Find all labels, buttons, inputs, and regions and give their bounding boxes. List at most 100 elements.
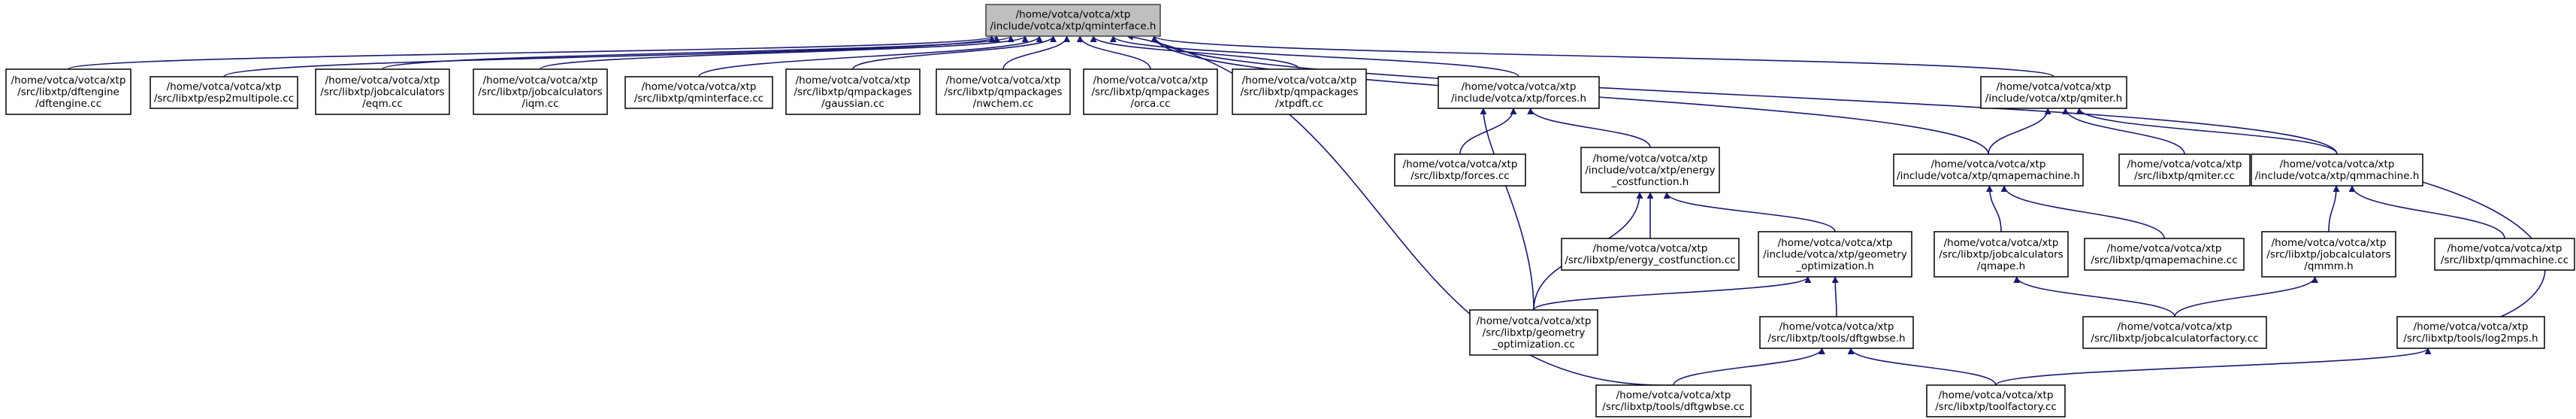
graph-node[interactable]: /home/votca/votca/xtp/src/libxtp/jobcalc… xyxy=(2082,316,2267,349)
node-label-line: /home/votca/votca/xtp xyxy=(1403,159,1518,171)
node-label-line: /home/votca/votca/xtp xyxy=(2118,321,2233,333)
node-box xyxy=(2084,238,2245,271)
node-layer: /home/votca/votca/xtp/include/votca/xtp/… xyxy=(5,4,2575,417)
node-label-line: /include/votca/xtp/qminterface.h xyxy=(990,20,1156,32)
graph-node[interactable]: /home/votca/votca/xtp/include/votca/xtp/… xyxy=(1758,231,1912,278)
node-label-line: /home/votca/votca/xtp xyxy=(1242,74,1357,87)
graph-node[interactable]: /home/votca/votca/xtp/src/libxtp/qmpacka… xyxy=(1083,68,1218,115)
dependency-edge xyxy=(1090,35,1300,70)
node-box xyxy=(2082,316,2267,349)
graph-node[interactable]: /home/votca/votca/xtp/src/libxtp/tools/d… xyxy=(1759,316,1914,349)
dependency-edge xyxy=(2062,108,2185,155)
node-box xyxy=(1893,153,2084,187)
graph-node[interactable]: /home/votca/votca/xtp/src/libxtp/qmmachi… xyxy=(2434,238,2575,271)
node-box xyxy=(150,76,298,109)
graph-node[interactable]: /home/votca/votca/xtp/src/libxtp/qmpacka… xyxy=(936,68,1071,115)
node-label-line: /orca.cc xyxy=(1131,98,1171,110)
dependency-edge xyxy=(540,35,1029,70)
node-label-line: /home/votca/votca/xtp xyxy=(1016,9,1131,21)
node-label-line: /eqm.cc xyxy=(362,98,403,110)
node-box xyxy=(1438,76,1600,109)
edge-arrow xyxy=(2328,185,2340,232)
node-label-line: /home/votca/votca/xtp xyxy=(11,74,126,87)
graph-node[interactable]: /home/votca/votca/xtp/src/libxtp/jobcalc… xyxy=(2261,231,2396,278)
node-label-line: /include/votca/xtp/qmapemachine.h xyxy=(1897,170,2080,182)
edge-arrow xyxy=(2062,108,2185,155)
dependency-edge xyxy=(1150,35,2338,155)
graph-node[interactable]: /home/votca/votca/xtp/src/libxtp/dftengi… xyxy=(5,68,132,115)
node-box xyxy=(2251,153,2423,187)
dependency-edge xyxy=(1076,35,1151,70)
graph-node[interactable]: /home/votca/votca/xtp/src/libxtp/jobcalc… xyxy=(1934,231,2069,278)
node-label-line: /src/libxtp/qmpackages xyxy=(794,86,912,98)
node-label-line: /home/votca/votca/xtp xyxy=(1462,81,1577,93)
node-box xyxy=(2261,231,2396,278)
graph-node[interactable]: /home/votca/votca/xtp/src/libxtp/forces.… xyxy=(1394,153,1526,187)
graph-node[interactable]: /home/votca/votca/xtp/include/votca/xtp/… xyxy=(2251,153,2423,187)
graph-node[interactable]: /home/votca/votca/xtp/src/libxtp/jobcalc… xyxy=(315,68,450,115)
graph-node[interactable]: /home/votca/votca/xtp/include/votca/xtp/… xyxy=(1580,147,1720,193)
edge-arrow xyxy=(1527,108,1651,148)
node-label-line: /home/votca/votca/xtp xyxy=(2107,243,2222,255)
graph-node[interactable]: /home/votca/votca/xtp/include/votca/xtp/… xyxy=(1980,76,2127,109)
node-label-line: /src/libxtp/jobcalculators xyxy=(320,86,444,98)
edge-arrow xyxy=(1988,108,2051,155)
node-label-line: /home/votca/votca/xtp xyxy=(2448,243,2562,255)
graph-node[interactable]: /home/votca/votca/xtp/src/libxtp/tools/l… xyxy=(2396,316,2545,349)
dependency-edge xyxy=(1533,276,1812,311)
edge-arrow xyxy=(1076,35,1151,70)
edge-arrow xyxy=(540,35,1029,70)
node-box xyxy=(5,68,132,115)
node-label-line: /home/votca/votca/xtp xyxy=(1939,390,2054,402)
graph-node[interactable]: /home/votca/votca/xtp/src/libxtp/tools/d… xyxy=(1595,384,1752,417)
node-box xyxy=(1580,147,1720,193)
dependency-edge xyxy=(1150,35,2054,77)
graph-node[interactable]: /home/votca/votca/xtp/src/libxtp/qmiter.… xyxy=(2118,153,2251,187)
node-label-line: /home/votca/votca/xtp xyxy=(946,74,1061,87)
root-node-qminterface-h[interactable]: /home/votca/votca/xtp/include/votca/xtp/… xyxy=(985,4,1161,37)
dependency-edge xyxy=(2328,185,2340,232)
graph-node[interactable]: /home/votca/votca/xtp/src/libxtp/energy_… xyxy=(1561,238,1740,271)
edge-arrow xyxy=(1673,348,1825,386)
graph-node[interactable]: /home/votca/votca/xtp/src/libxtp/qminter… xyxy=(624,76,773,109)
edge-arrow xyxy=(1986,185,2002,232)
node-box xyxy=(473,68,608,115)
node-label-line: /nwchem.cc xyxy=(973,98,1034,110)
graph-node[interactable]: /home/votca/votca/xtp/src/libxtp/qmapema… xyxy=(2084,238,2245,271)
node-box xyxy=(2118,153,2251,187)
graph-node[interactable]: /home/votca/votca/xtp/include/votca/xtp/… xyxy=(1438,76,1600,109)
node-box xyxy=(1758,231,1912,278)
graph-node[interactable]: /home/votca/votca/xtp/src/libxtp/jobcalc… xyxy=(473,68,608,115)
node-label-line: /home/votca/votca/xtp xyxy=(2127,159,2242,171)
node-label-line: /src/libxtp/tools/dftgwbse.cc xyxy=(1602,401,1744,413)
edge-arrow xyxy=(1002,35,1071,70)
graph-node[interactable]: /home/votca/votca/xtp/src/libxtp/toolfac… xyxy=(1926,384,2066,417)
dependency-edge xyxy=(1847,348,1997,386)
graph-node[interactable]: /home/votca/votca/xtp/src/libxtp/qmpacka… xyxy=(1232,68,1367,115)
dependency-edge xyxy=(1110,35,1519,77)
graph-node[interactable]: /home/votca/votca/xtp/src/libxtp/geometr… xyxy=(1469,309,1598,356)
edge-arrow xyxy=(1831,276,1839,317)
dependency-edge xyxy=(698,35,1043,77)
node-box xyxy=(985,4,1161,37)
node-label-line: /home/votca/votca/xtp xyxy=(1944,237,2059,249)
graph-node[interactable]: /home/votca/votca/xtp/include/votca/xtp/… xyxy=(1893,153,2084,187)
node-label-line: /home/votca/votca/xtp xyxy=(1616,390,1731,402)
edge-arrow xyxy=(1110,35,1519,77)
node-label-line: /qmmm.h xyxy=(2304,260,2353,272)
node-label-line: /src/libxtp/tools/dftgwbse.h xyxy=(1767,332,1905,345)
node-box xyxy=(1926,384,2066,417)
node-label-line: /include/votca/xtp/energy xyxy=(1585,164,1715,176)
graph-node[interactable]: /home/votca/votca/xtp/src/libxtp/esp2mul… xyxy=(150,76,298,109)
edge-arrow xyxy=(852,35,1057,70)
node-label-line: /gaussian.cc xyxy=(821,98,884,110)
node-box xyxy=(624,76,773,109)
node-label-line: /home/votca/votca/xtp xyxy=(1593,153,1708,165)
dependency-edge xyxy=(68,35,996,70)
node-label-line: /home/votca/votca/xtp xyxy=(1779,321,1894,333)
node-label-line: _optimization.h xyxy=(1795,260,1874,272)
node-box xyxy=(1980,76,2127,109)
edge-arrow xyxy=(2013,276,2175,317)
graph-node[interactable]: /home/votca/votca/xtp/src/libxtp/qmpacka… xyxy=(785,68,921,115)
